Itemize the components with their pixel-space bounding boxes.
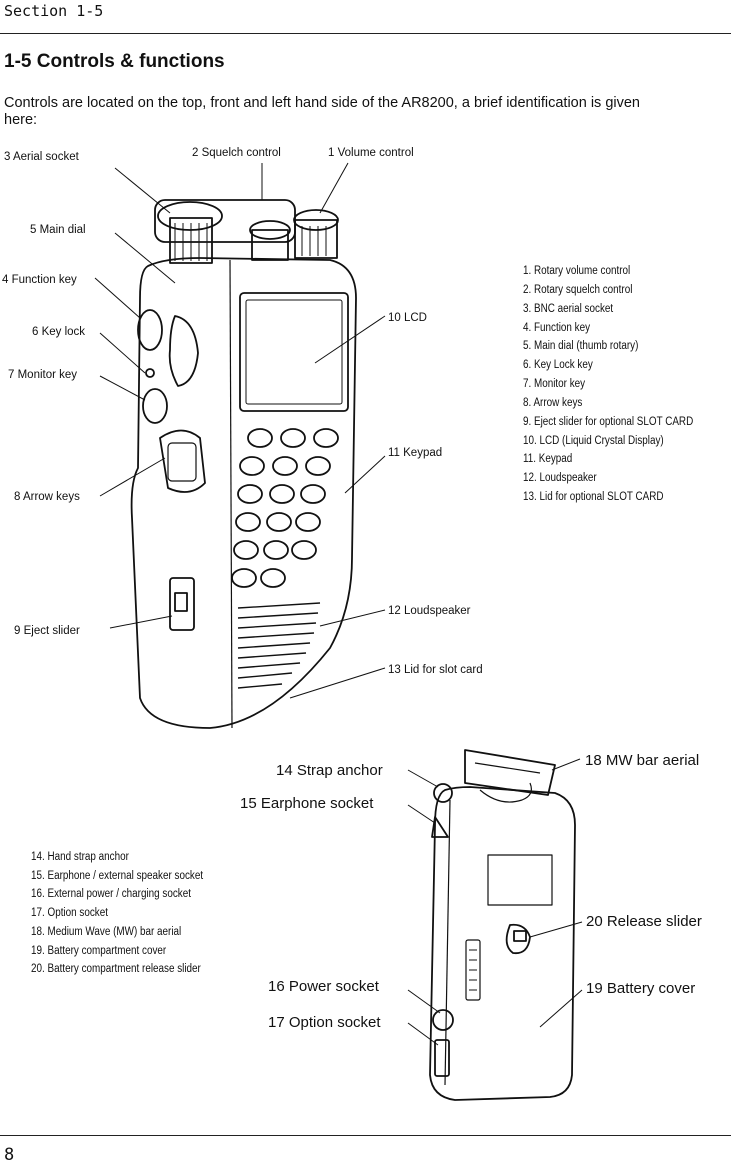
callout-14: 14 Strap anchor [276,762,383,779]
list-item: 18. Medium Wave (MW) bar aerial [31,925,182,938]
list-item: 9. Eject slider for optional SLOT CARD [523,415,694,428]
callout-5: 5 Main dial [30,224,86,236]
power-socket-icon [432,1009,454,1031]
callout-1: 1 Volume control [328,147,414,159]
front-parts-list: 1. Rotary volume control 2. Rotary squel… [523,262,693,507]
function-key-icon [137,309,163,351]
squelch-knob-icon [154,199,296,264]
radio-rear-outline [429,786,576,1101]
list-item: 16. External power / charging socket [31,888,191,901]
keypad-icon [231,428,339,588]
list-item: 8. Arrow keys [523,396,583,409]
key-lock-icon [145,368,155,378]
mw-bar-aerial-icon [464,749,556,796]
list-item: 15. Earphone / external speaker socket [31,869,204,882]
monitor-key-icon [142,388,168,424]
callout-12: 12 Loudspeaker [388,605,471,617]
list-item: 5. Main dial (thumb rotary) [523,340,639,353]
volume-knob-icon [249,209,339,261]
list-item: 10. LCD (Liquid Crystal Display) [523,434,664,447]
callout-6: 6 Key lock [32,326,85,338]
option-socket-icon [434,1039,450,1077]
callout-4: 4 Function key [2,274,77,286]
callout-13: 13 Lid for slot card [388,664,483,676]
section-header: Section 1-5 [4,2,104,20]
footer-rule [0,1135,731,1136]
lcd-icon [239,292,349,412]
earphone-socket-icon [431,816,449,838]
list-item: 2. Rotary squelch control [523,283,633,296]
list-item: 14. Hand strap anchor [31,851,129,863]
callout-3: 3 Aerial socket [4,151,80,163]
rear-parts-list: 14. Hand strap anchor 15. Earphone / ext… [31,848,203,979]
page-title: 1-5 Controls & functions [4,51,225,72]
list-item: 12. Loudspeaker [523,472,597,485]
intro-paragraph: Controls are located on the top, front a… [4,95,640,128]
list-item: 6. Key Lock key [523,359,593,372]
header-rule [0,33,731,34]
list-item: 19. Battery compartment cover [31,944,167,957]
callout-18: 18 MW bar aerial [585,752,699,769]
front-view-illustration: 3 Aerial socket 2 Squelch control 1 Volu… [2,147,483,729]
main-dial-icon [168,315,199,387]
list-item: 20. Battery compartment release slider [31,963,201,976]
list-item: 4. Function key [523,321,591,334]
callout-2: 2 Squelch control [192,147,281,159]
arrow-keys-icon [159,429,206,493]
list-item: 3. BNC aerial socket [523,302,614,315]
loudspeaker-icon [237,602,321,689]
rear-view-illustration: 14 Strap anchor 15 Earphone socket 18 MW… [240,749,702,1101]
callout-19: 19 Battery cover [586,980,695,997]
callout-11: 11 Keypad [388,447,442,459]
callout-7: 7 Monitor key [8,369,77,381]
strap-anchor-icon [433,783,453,803]
eject-slider-icon [169,577,195,631]
callout-8: 8 Arrow keys [14,491,80,503]
callout-9: 9 Eject slider [14,625,80,637]
callout-17: 17 Option socket [268,1014,381,1031]
callout-16: 16 Power socket [268,978,380,995]
list-item: 17. Option socket [31,907,108,920]
callout-20: 20 Release slider [586,913,702,930]
callout-10: 10 LCD [388,312,427,324]
list-item: 13. Lid for optional SLOT CARD [523,491,664,504]
page-number: 8 [4,1145,15,1165]
list-item: 11. Keypad [523,453,573,466]
list-item: 7. Monitor key [523,378,586,391]
release-slider-icon [505,923,531,955]
list-item: 1. Rotary volume control [523,265,631,277]
callout-15: 15 Earphone socket [240,795,374,812]
